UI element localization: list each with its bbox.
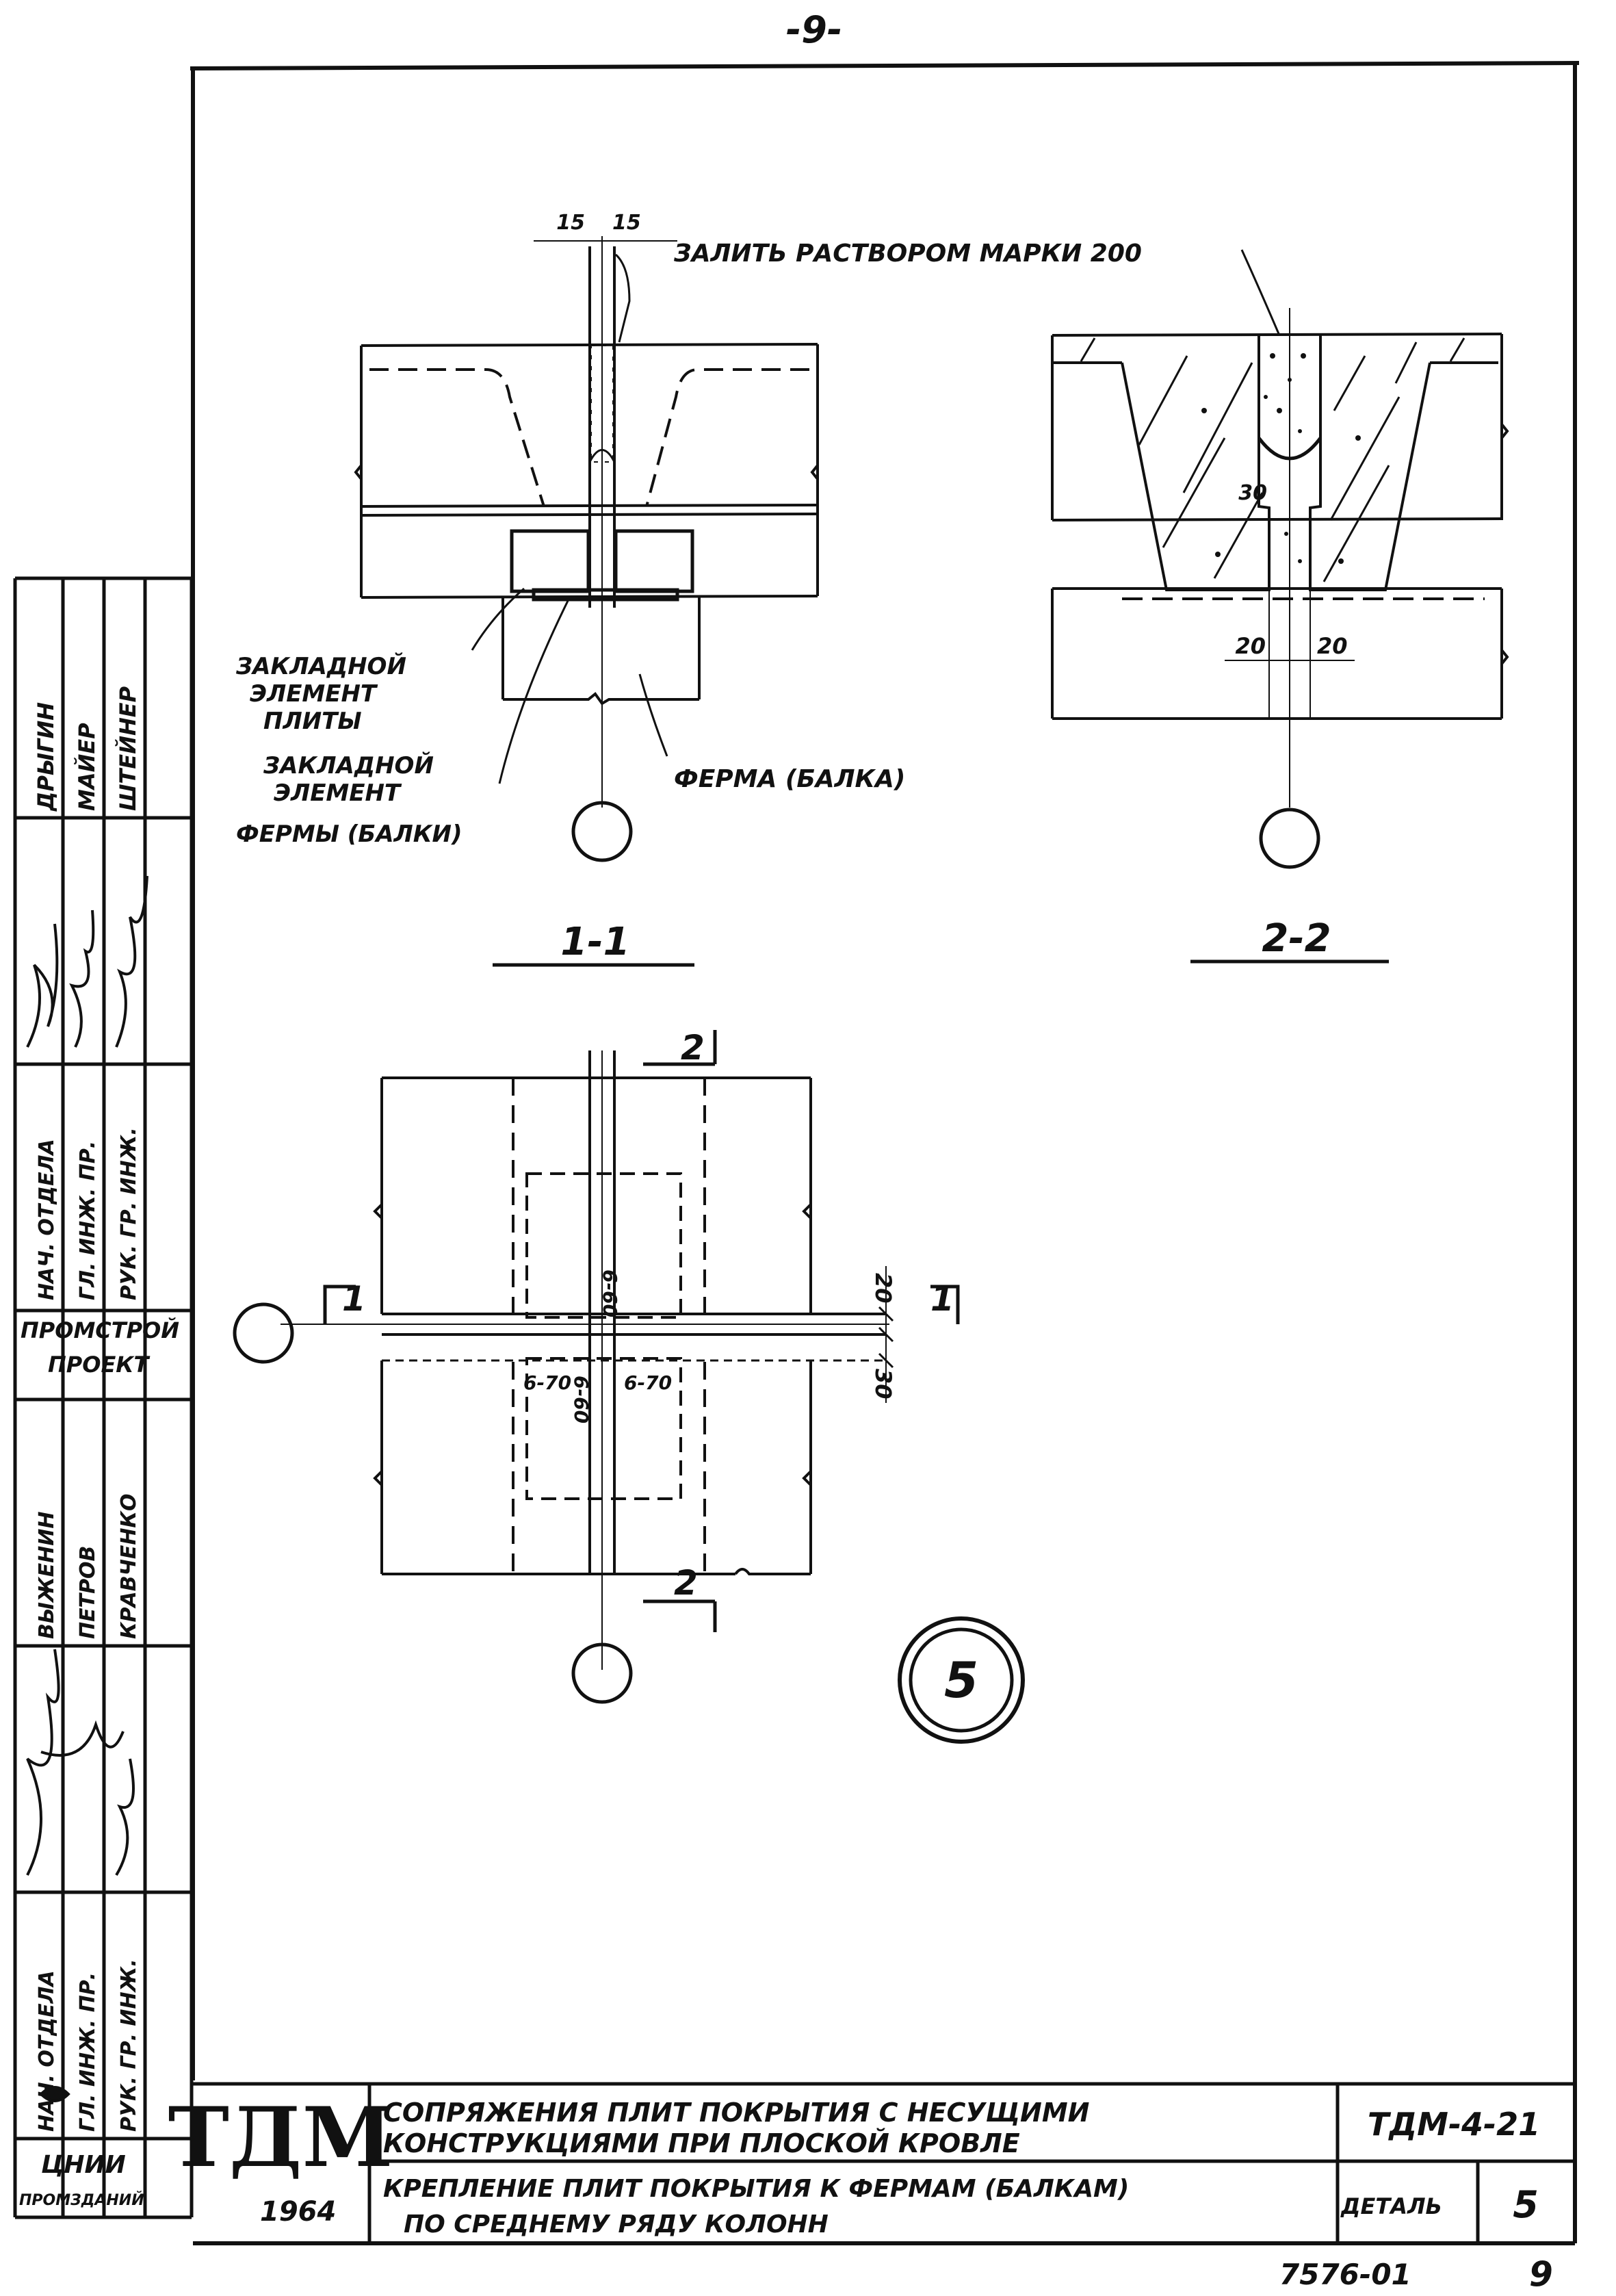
strip-dept-top-1: НАЧ. ОТДЕЛА (35, 1139, 59, 1300)
detail-marker (898, 1616, 1025, 1744)
weld-6-70-right: 6-70 (624, 1371, 672, 1394)
dim-15-right: 15 (612, 211, 641, 235)
section-1-1-drawing (354, 236, 819, 862)
strip-dept-top-3: РУК. ГР. ИНЖ. (117, 1127, 141, 1300)
dim-20-right: 20 (1317, 633, 1348, 659)
strip-dept-bottom-2: ГЛ. ИНЖ. ПР. (76, 1972, 100, 2132)
detail-label: ДЕТАЛЬ (1340, 2193, 1442, 2219)
plan-dim-20: 20 (870, 1273, 896, 1304)
plate-embed-label-1: ЗАКЛАДНОЙ (235, 652, 406, 680)
weld-6-60-bottom: 6-60 (570, 1376, 592, 1423)
plate-embed-label-2: ЭЛЕМЕНТ (250, 680, 378, 708)
dim-20-left: 20 (1235, 633, 1266, 659)
section-marker-1-left: 1 (342, 1279, 366, 1319)
strip-dept-top-2: ГЛ. ИНЖ. ПР. (76, 1141, 100, 1300)
page-number: -9- (786, 8, 842, 51)
title-line-2: КОНСТРУКЦИЯМИ ПРИ ПЛОСКОЙ КРОВЛЕ (383, 2128, 1020, 2158)
strip-org-2: ПРОЕКТ (48, 1352, 150, 1378)
strip-name-top-2: МАЙЕР (74, 723, 100, 811)
approval-strip-text: ДРЫГИН МАЙЕР ШТЕЙНЕР НАЧ. ОТДЕЛА ГЛ. ИНЖ… (19, 686, 179, 2209)
weld-6-70-left: 6-70 (523, 1371, 571, 1394)
truss-embed-label-2: ЭЛЕМЕНТ (274, 779, 402, 807)
approval-strip-signatures (26, 875, 148, 2102)
section-2-2-title: 2-2 (1262, 916, 1331, 961)
dim-15-left: 15 (556, 211, 585, 235)
strip-dept-bottom-3: РУК. ГР. ИНЖ. (117, 1959, 141, 2132)
strip-org-bottom-1: ЦНИИ (41, 2151, 126, 2179)
mortar-callout: ЗАЛИТЬ РАСТВОРОМ МАРКИ 200 (673, 240, 1142, 268)
truss-embed-label-3: ФЕРМЫ (БАЛКИ) (236, 821, 462, 848)
sheet-frame (190, 61, 1580, 2245)
section-2-2-drawing (1051, 249, 1509, 869)
section-1-1-title: 1-1 (560, 920, 629, 964)
title-stamp: ТДМ (168, 2089, 393, 2186)
approval-strip-frame (13, 576, 194, 2219)
title-line-1: СОПРЯЖЕНИЯ ПЛИТ ПОКРЫТИЯ С НЕСУЩИМИ (383, 2098, 1089, 2128)
weld-6-60-top: 6-60 (599, 1269, 621, 1317)
strip-org-bottom-2: ПРОМЗДАНИЙ (19, 2191, 144, 2209)
strip-name-bottom-3: КРАВЧЕНКО (117, 1494, 141, 1639)
plan-drawing (233, 1030, 960, 1704)
dim-30-section: 30 (1238, 481, 1267, 505)
detail-value: 5 (1513, 2183, 1539, 2226)
detail-number: 5 (944, 1651, 978, 1709)
series-code: ТДМ-4-21 (1368, 2106, 1540, 2143)
strip-name-bottom-2: ПЕТРОВ (76, 1546, 100, 1639)
section-marker-2-top: 2 (681, 1028, 705, 1068)
subtitle-line-2: ПО СРЕДНЕМУ РЯДУ КОЛОНН (404, 2210, 829, 2239)
truss-embed-label-1: ЗАКЛАДНОЙ (263, 751, 434, 779)
strip-name-top-3: ШТЕЙНЕР (115, 686, 141, 811)
subtitle-line-1: КРЕПЛЕНИЕ ПЛИТ ПОКРЫТИЯ К ФЕРМАМ (БАЛКАМ… (383, 2175, 1129, 2203)
title-year: 1964 (260, 2196, 336, 2228)
strip-dept-bottom-1: НАЧ. ОТДЕЛА (35, 1970, 59, 2132)
sheet-code: 7576-01 (1279, 2258, 1411, 2291)
section-marker-2-bottom: 2 (674, 1563, 698, 1603)
strip-org-1: ПРОМСТРОЙ (21, 1317, 179, 1343)
sheet-number: 9 (1529, 2254, 1553, 2294)
strip-name-bottom-1: ВЫЖЕНИН (35, 1512, 59, 1640)
title-block-frame (193, 2082, 1575, 2243)
truss-label: ФЕРМА (БАЛКА) (674, 765, 905, 793)
section-marker-1-right: 1 (930, 1279, 954, 1319)
strip-name-top-1: ДРЫГИН (33, 702, 59, 812)
plan-dim-30: 30 (870, 1369, 896, 1399)
plate-embed-label-3: ПЛИТЫ (263, 708, 362, 735)
